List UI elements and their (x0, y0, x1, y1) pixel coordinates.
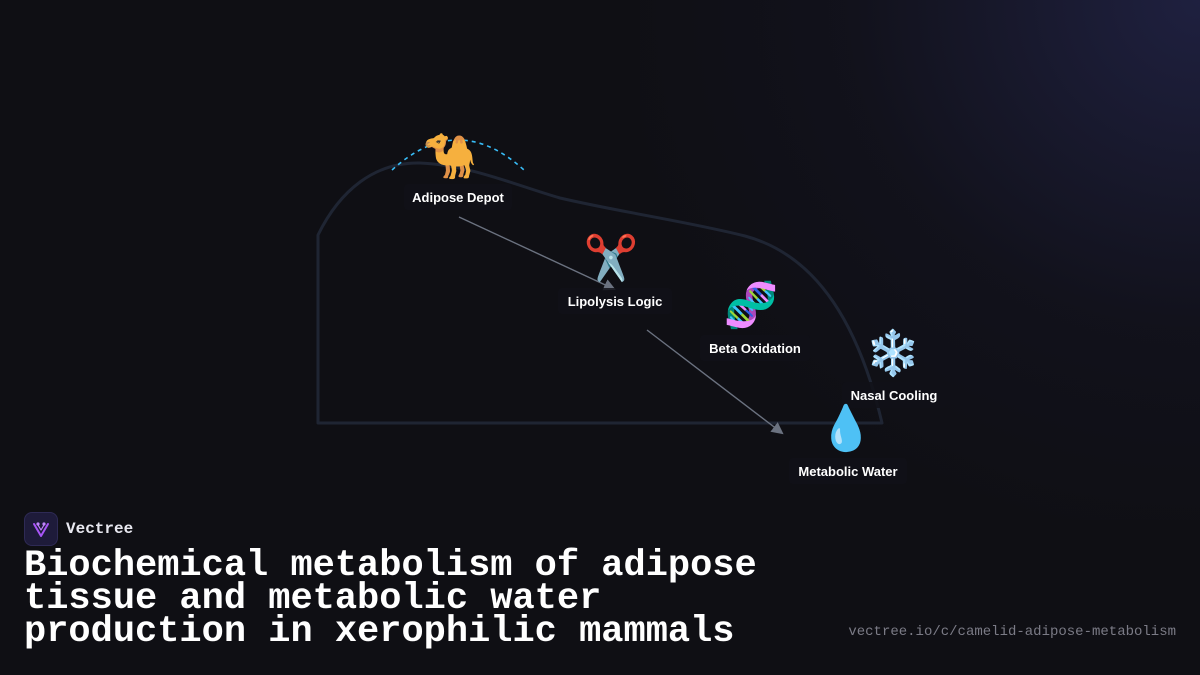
node-label-bg (700, 335, 810, 361)
node-label: Metabolic Water (798, 464, 897, 479)
dna-icon: 🧬 (724, 278, 779, 331)
node-metabolic-water[interactable]: 💧 Metabolic Water (789, 403, 907, 484)
node-label-bg (842, 382, 946, 408)
camel-silhouette-outline (316, 161, 884, 425)
camel-icon: 🐪 (423, 131, 478, 182)
node-label-bg (789, 458, 907, 484)
node-nasal-cooling[interactable]: ❄️ Nasal Cooling (842, 328, 946, 408)
node-label: Lipolysis Logic (568, 294, 663, 309)
hump-dashed-arc (391, 139, 525, 171)
node-label-bg (558, 288, 672, 314)
node-lipolysis-logic[interactable]: ✂️ Lipolysis Logic (558, 231, 672, 314)
brand[interactable]: Vectree (24, 512, 133, 546)
source-url[interactable]: vectree.io/c/camelid-adipose-metabolism (848, 624, 1176, 640)
edge-adipose-to-lipolysis (458, 216, 616, 291)
scissors-icon: ✂️ (584, 231, 639, 284)
node-label: Adipose Depot (412, 190, 504, 205)
page-title: Biochemical metabolism of adipose tissue… (24, 545, 757, 653)
edge-lipolysis-to-water (646, 329, 784, 435)
brand-name: Vectree (66, 520, 134, 538)
snowflake-icon: ❄️ (866, 328, 921, 379)
water-drop-icon: 💧 (819, 403, 874, 454)
node-label: Beta Oxidation (709, 341, 801, 356)
node-label: Nasal Cooling (851, 388, 938, 403)
node-adipose-depot[interactable]: 🐪 Adipose Depot (404, 131, 512, 210)
vectree-logo-icon (24, 512, 58, 546)
node-label-bg (404, 184, 512, 210)
node-beta-oxidation[interactable]: 🧬 Beta Oxidation (700, 278, 810, 361)
